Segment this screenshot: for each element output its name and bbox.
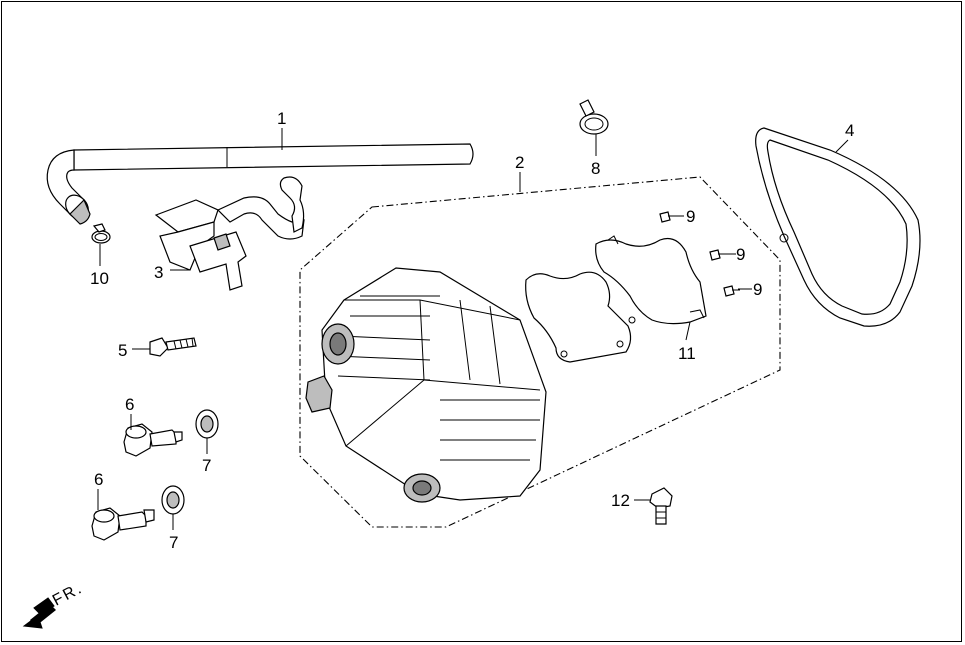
callout-9-middle: 9	[736, 245, 745, 264]
hose-clamp-8	[579, 99, 609, 135]
cover-gasket	[755, 127, 921, 327]
callout-12: 12	[611, 491, 630, 510]
assembly-boundary	[299, 176, 781, 528]
cylinder-head-cover	[305, 267, 547, 503]
washer-7-lower	[161, 485, 185, 515]
bolt-6-upper	[123, 423, 183, 457]
callout-11: 11	[678, 344, 696, 363]
callout-6-lower: 6	[94, 470, 103, 489]
callout-labels: 1 2 3 4 5 6 6 7 7 8 9 9 9 10 11 12	[90, 109, 854, 552]
screw-9-bottom	[723, 285, 740, 297]
callout-3: 3	[154, 263, 163, 282]
hose-clamp-small	[91, 223, 111, 244]
bolt-5	[149, 337, 197, 357]
callout-2: 2	[515, 153, 524, 172]
callout-7-lower: 7	[169, 533, 178, 552]
callout-1: 1	[277, 109, 286, 128]
callout-9-top: 9	[686, 207, 695, 226]
breather-hose	[46, 143, 474, 225]
screw-9-top	[659, 211, 676, 223]
bolt-6-lower	[91, 507, 155, 541]
separator-plate-front	[525, 271, 632, 363]
washer-7-upper	[195, 409, 219, 439]
callout-5: 5	[118, 341, 127, 360]
callout-4: 4	[845, 121, 854, 140]
front-direction-indicator: FR.	[22, 580, 86, 629]
hose-guide-bracket	[154, 176, 305, 291]
callout-10: 10	[90, 269, 109, 288]
callout-6-upper: 6	[125, 395, 134, 414]
callout-7-upper: 7	[202, 456, 211, 475]
callout-8: 8	[591, 159, 600, 178]
screw-9-middle	[709, 249, 726, 261]
front-direction-label: FR.	[50, 580, 86, 610]
bolt-12	[649, 487, 673, 525]
leader-lines	[97, 128, 849, 530]
callout-9-bottom: 9	[753, 280, 762, 299]
separator-plate-rear	[595, 235, 707, 325]
